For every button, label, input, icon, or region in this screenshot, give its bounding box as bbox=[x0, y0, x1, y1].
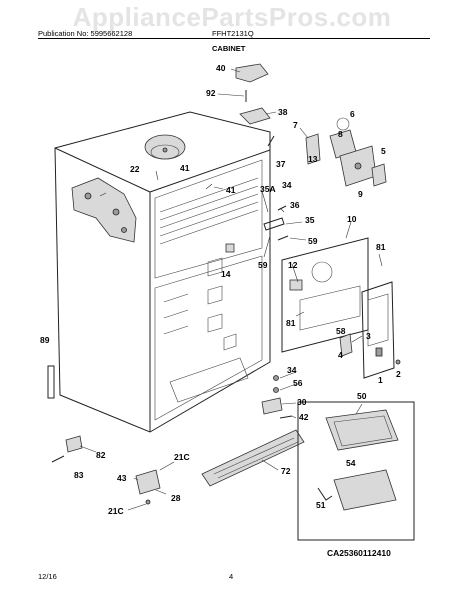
callout-9: 9 bbox=[358, 189, 363, 199]
control-panel bbox=[281, 237, 369, 353]
callout-37: 37 bbox=[276, 159, 286, 169]
publication-number: Publication No: 5995662128 bbox=[38, 29, 133, 38]
callout-3: 3 bbox=[366, 331, 371, 341]
callout-72: 72 bbox=[281, 466, 291, 476]
callout-56: 56 bbox=[293, 378, 303, 388]
callout-6: 6 bbox=[350, 109, 355, 119]
screw-42 bbox=[279, 415, 293, 419]
hinge-pin bbox=[267, 135, 275, 147]
footer-page-number: 4 bbox=[229, 572, 234, 581]
cabinet-body bbox=[54, 111, 271, 433]
side-trim-strip bbox=[47, 365, 55, 399]
callout-43: 43 bbox=[117, 473, 127, 483]
grille-slots bbox=[213, 437, 299, 479]
callout-8: 8 bbox=[338, 129, 343, 139]
callout-34-top: 34 bbox=[282, 180, 292, 190]
callout-89: 89 bbox=[40, 335, 50, 345]
callout-10: 10 bbox=[347, 214, 357, 224]
callout-labels: 40 92 38 7 6 8 5 13 9 22 41 41 37 35A 34… bbox=[40, 63, 401, 516]
callout-81-left: 81 bbox=[286, 318, 296, 328]
diagram-code: CA25360112410 bbox=[327, 548, 391, 558]
callout-4: 4 bbox=[338, 350, 343, 360]
callout-41-right: 41 bbox=[226, 185, 236, 195]
callout-21c-top: 21C bbox=[174, 452, 190, 462]
callout-50: 50 bbox=[357, 391, 367, 401]
callout-14: 14 bbox=[221, 269, 231, 279]
callout-81-right: 81 bbox=[376, 242, 386, 252]
callout-36: 36 bbox=[290, 200, 300, 210]
callout-7: 7 bbox=[293, 120, 298, 130]
callout-34-bottom: 34 bbox=[287, 365, 297, 375]
screw-36 bbox=[277, 205, 287, 211]
screw-59 bbox=[277, 235, 289, 241]
callout-92: 92 bbox=[206, 88, 216, 98]
model-number: FFHT2131Q bbox=[212, 29, 254, 38]
roller-assembly bbox=[135, 469, 161, 495]
watermark-logo: AppliancePartsPros.com bbox=[72, 2, 392, 32]
hinge-cover-top bbox=[235, 63, 269, 83]
hinge-bracket-left bbox=[71, 177, 137, 243]
callout-2: 2 bbox=[396, 369, 401, 379]
header-rule bbox=[38, 38, 430, 39]
callout-54: 54 bbox=[346, 458, 356, 468]
callout-58: 58 bbox=[336, 326, 346, 336]
callout-82: 82 bbox=[96, 450, 106, 460]
callout-1: 1 bbox=[378, 375, 383, 385]
callout-41-top: 41 bbox=[180, 163, 190, 173]
callout-38: 38 bbox=[278, 107, 288, 117]
evaporator-box bbox=[297, 401, 415, 541]
dispenser-housing bbox=[339, 281, 401, 379]
screw-21c bbox=[145, 499, 151, 505]
callout-59-left: 59 bbox=[258, 260, 268, 270]
callout-51: 51 bbox=[316, 500, 326, 510]
screw-56 bbox=[273, 387, 279, 393]
hinge-top bbox=[239, 107, 271, 125]
section-title: CABINET bbox=[212, 44, 246, 53]
callout-35a: 35A bbox=[260, 184, 276, 194]
callout-28: 28 bbox=[171, 493, 181, 503]
control-assembly bbox=[305, 117, 387, 187]
callout-83: 83 bbox=[74, 470, 84, 480]
callout-22: 22 bbox=[130, 164, 140, 174]
footer-date: 12/16 bbox=[38, 572, 57, 581]
callout-35: 35 bbox=[305, 215, 315, 225]
callout-12: 12 bbox=[288, 260, 298, 270]
bracket-30 bbox=[261, 397, 283, 415]
callout-5: 5 bbox=[381, 146, 386, 156]
screw-83 bbox=[51, 455, 65, 463]
callout-13: 13 bbox=[308, 154, 318, 164]
callout-59-right: 59 bbox=[308, 236, 318, 246]
callout-42: 42 bbox=[299, 412, 309, 422]
leveling-leg bbox=[65, 435, 83, 453]
callout-21c-bottom: 21C bbox=[108, 506, 124, 516]
thermistor-14 bbox=[225, 243, 235, 253]
mullion-part bbox=[263, 217, 285, 231]
toe-grille bbox=[201, 429, 305, 487]
screw-34 bbox=[273, 375, 279, 381]
callout-40: 40 bbox=[216, 63, 226, 73]
callout-30: 30 bbox=[297, 397, 307, 407]
leader-lines bbox=[79, 68, 383, 511]
